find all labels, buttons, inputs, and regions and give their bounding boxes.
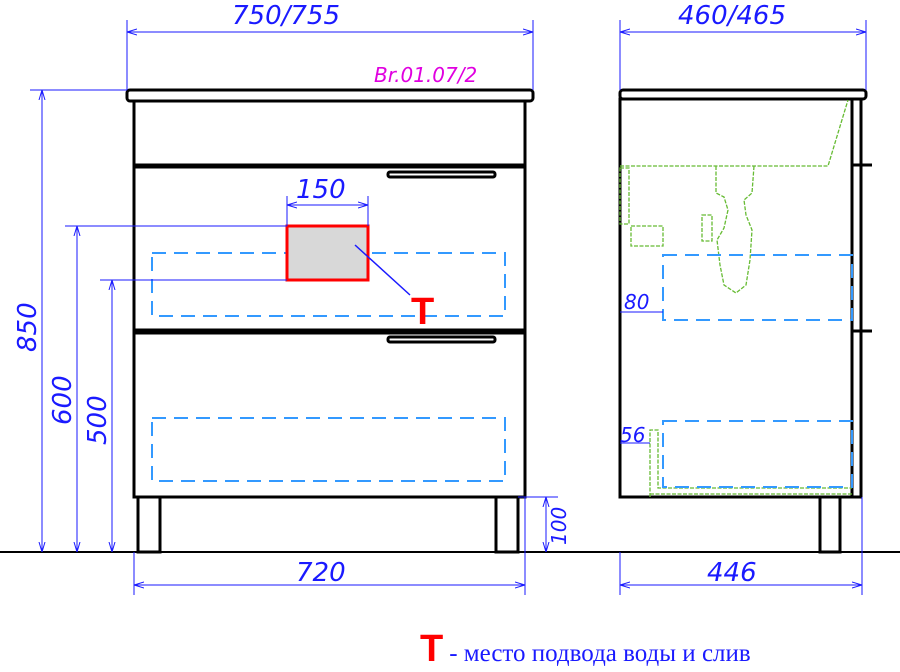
depth-label: 460/465 [678, 1, 786, 31]
handle-upper [386, 170, 497, 179]
side-view [618, 88, 872, 554]
model-code: Br.01.07/2 [374, 63, 477, 87]
siphon [619, 99, 852, 497]
width-label: 750/755 [232, 1, 340, 31]
outlet-zone [285, 224, 370, 282]
drawer-lower [132, 331, 527, 499]
drain-height-label: 500 [83, 395, 113, 445]
height-label: 850 [13, 302, 43, 352]
outlet-height-label: 600 [48, 375, 78, 425]
side-drawer-inner-upper [662, 254, 853, 321]
front-view [125, 88, 535, 554]
leg-height-label: 100 [547, 507, 571, 545]
countertop [125, 88, 535, 103]
offset-56-label: 56 [620, 423, 645, 447]
legend-text: - место подвода воды и слив [449, 640, 751, 667]
side-drawer-inner-lower [662, 420, 853, 488]
offset-80-label: 80 [624, 290, 649, 314]
handle-lower [386, 335, 497, 344]
body-depth-label: 446 [707, 558, 757, 588]
legend: T- место подвода воды и слив [420, 628, 751, 671]
drawer-inner-lower [151, 417, 506, 482]
legend-marker: T [420, 628, 444, 670]
leg-left [136, 495, 162, 554]
leg-right [494, 495, 520, 554]
outlet-width-label: 150 [296, 175, 346, 205]
outlet-marker: T [411, 291, 434, 333]
outlet-leader [354, 244, 411, 296]
top-panel [132, 99, 527, 167]
body-width-label: 720 [296, 558, 346, 588]
